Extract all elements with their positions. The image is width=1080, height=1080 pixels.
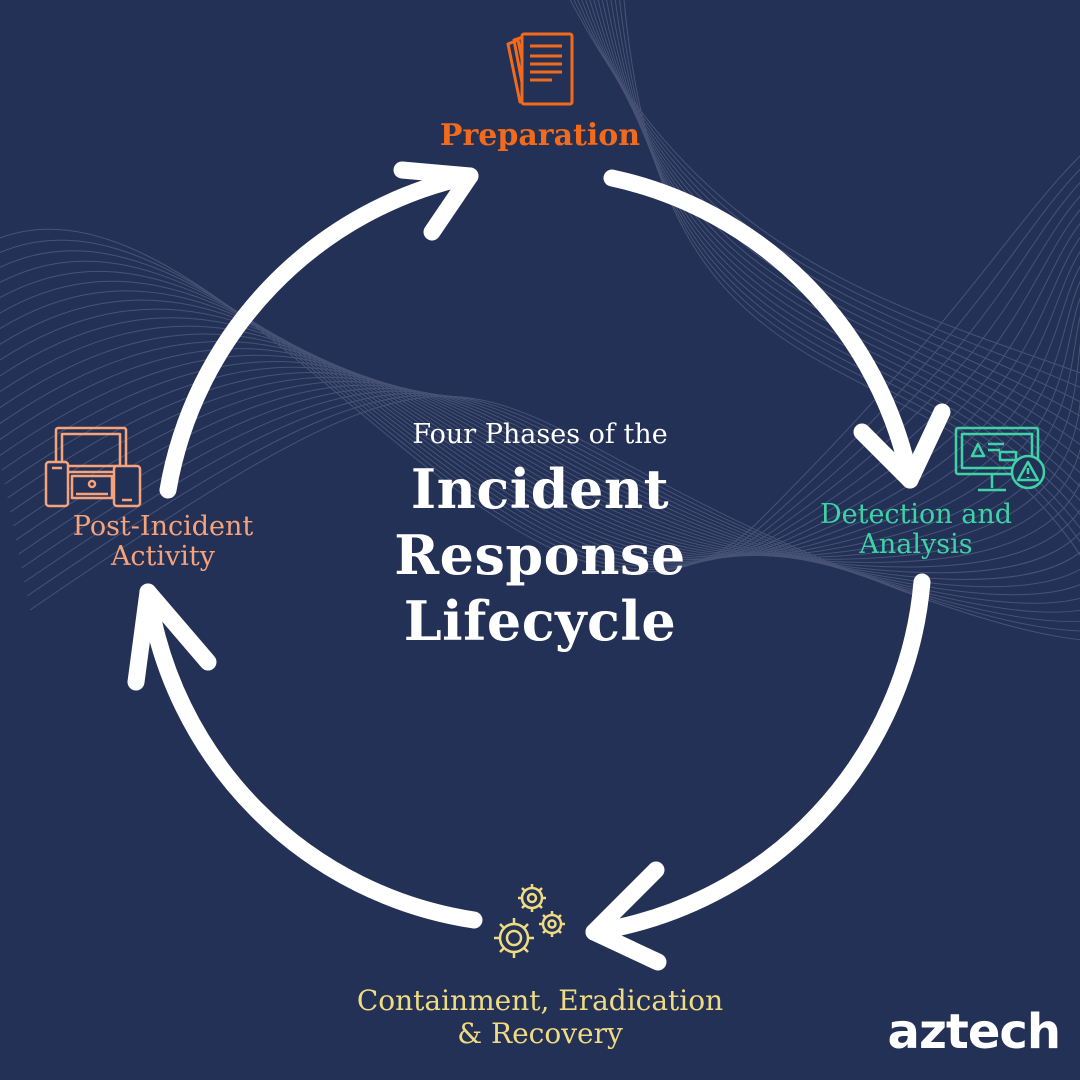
background-wave-line [0, 251, 1080, 559]
phase-post-incident-label: Post-Incident Activity [20, 512, 306, 572]
arrow-post-to-preparation [159, 167, 479, 499]
documents-icon [506, 32, 574, 106]
phase-detection-line2: Analysis [859, 529, 973, 560]
phase-post-incident-line1: Post-Incident [72, 511, 254, 542]
phase-containment-label: Containment, Eradication & Recovery [290, 984, 790, 1050]
background-wave-line [610, 0, 1080, 516]
arrow-preparation-to-detection [603, 169, 919, 489]
arrow-detection-to-containment [585, 573, 931, 941]
background-wave-line [21, 390, 1080, 613]
arrowhead-containment [585, 861, 667, 971]
background-wave-line [24, 392, 1080, 622]
background-wave-line [4, 366, 1080, 568]
background-wave-line [0, 348, 1080, 558]
background-wave-line [0, 236, 1080, 560]
background-wave-line [0, 222, 1080, 562]
background-wave-line [0, 168, 1080, 570]
phase-detection-line1: Detection and [819, 499, 1013, 530]
background-wave-line [606, 0, 1080, 502]
background-wave-line [18, 388, 1080, 604]
arrowhead-detection [853, 403, 951, 489]
brand-logo-text: aztech [887, 1004, 1061, 1060]
background-wave-line [10, 376, 1080, 580]
background-wave-line [0, 341, 1080, 557]
background-wave-line [0, 297, 1080, 556]
monitor-alert-icon [954, 426, 1046, 492]
background-wave-line [1, 360, 1080, 563]
phase-containment-line1: Containment, Eradication [356, 984, 724, 1017]
phase-post-incident-line2: Activity [110, 541, 216, 572]
title-line-incident: Incident [410, 457, 670, 521]
background-wave-line [0, 182, 1080, 568]
diagram-title: Four Phases of the Incident Response Lif… [300, 418, 780, 654]
background-wave-line [0, 265, 1080, 558]
background-wave-line [569, 0, 1080, 374]
devices-icon [44, 426, 142, 508]
background-wave-line [0, 195, 1080, 566]
background-wave-line [7, 371, 1080, 574]
brand-logo: aztech [880, 1004, 1061, 1060]
background-wave-line [597, 0, 1080, 474]
background-wave-line [0, 354, 1080, 560]
phase-preparation-label: Preparation [380, 118, 700, 153]
phase-detection-label: Detection and Analysis [776, 500, 1056, 560]
background-wave-line [12, 381, 1080, 588]
phase-containment-line2: & Recovery [457, 1017, 623, 1050]
background-wave-line [0, 315, 1080, 557]
arrow-containment-to-post [139, 583, 483, 929]
title-subtitle: Four Phases of the [412, 419, 668, 450]
background-wave-line [15, 384, 1080, 596]
gears-icon [494, 884, 565, 958]
background-wave-line [573, 0, 1080, 388]
phase-preparation-text: Preparation [439, 118, 641, 153]
background-wave-line [0, 209, 1080, 564]
background-wave-line [26, 394, 1080, 632]
background-wave-line [0, 155, 1080, 573]
background-wave-line [29, 395, 1080, 641]
arrowhead-preparation [393, 161, 479, 241]
title-line-lifecycle: Lifecycle [403, 589, 677, 653]
background-wave-line [593, 0, 1080, 460]
title-line-response: Response [394, 523, 686, 587]
arrowhead-post-incident [127, 583, 217, 691]
